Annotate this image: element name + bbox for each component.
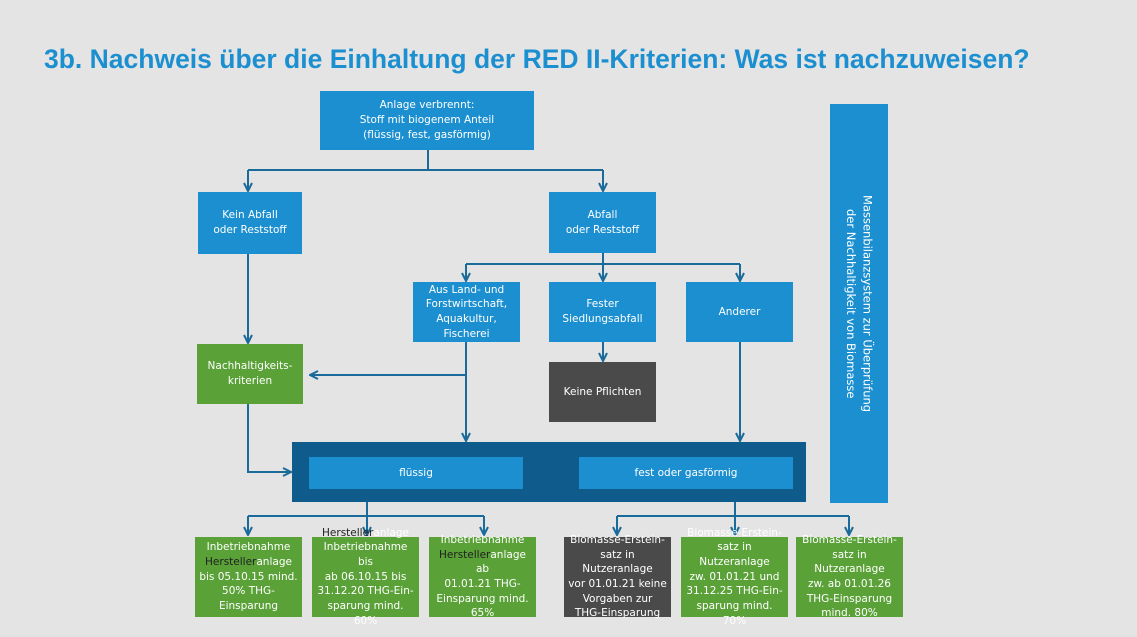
node-kein-abfall: Kein Abfall oder Reststoff	[198, 192, 302, 254]
node-nachhaltigkeitskriterien: Nachhaltigkeits- kriterien	[197, 344, 303, 404]
node-text: kriterien	[227, 375, 273, 387]
result-biomasse-ab-2026: Biomasse-Erstein- satz in Nutzeranlage z…	[796, 534, 903, 619]
node-text: zw. ab 01.01.26	[807, 578, 891, 590]
node-text: 65%	[470, 607, 495, 620]
node-text: sparung mind. 70%	[696, 600, 773, 627]
massenbilanz-sidebar: Massenbilanzsystem zur Überprüfung der N…	[830, 104, 888, 503]
node-text: Anderer	[718, 305, 761, 318]
node-text: oder Reststoff	[213, 224, 287, 236]
sidebar-text: der Nachhaltigkeit von Biomasse	[844, 208, 858, 399]
node-text: 01.01.21 THG-	[444, 578, 521, 590]
node-text: Biomasse-Erstein-	[687, 526, 782, 539]
node-text: Abfall	[587, 208, 618, 221]
node-text: Keine Pflichten	[563, 385, 642, 398]
node-text: Biomasse-Erstein-	[570, 533, 665, 546]
highlighted-word: Hersteller	[205, 555, 257, 568]
page-title: 3b. Nachweis über die Einhaltung der RED…	[44, 44, 1030, 74]
node-text: Inbetriebnahme bis	[323, 541, 408, 568]
highlighted-word: Hersteller	[439, 548, 491, 561]
result-inbetriebnahme-ab-2021: Inbetriebnahme Herstelleranlage ab 01.01…	[429, 534, 536, 619]
node-text: ab 06.10.15 bis	[324, 570, 407, 583]
node-text: Biomasse-Erstein-	[802, 533, 897, 546]
node-text: Siedlungsabfall	[562, 313, 643, 325]
node-text: THG-Einsparung	[806, 592, 893, 605]
node-text: Vorgaben zur	[582, 592, 653, 605]
node-text: bis 05.10.15 mind.	[199, 570, 298, 583]
node-text: Aquakultur,	[436, 313, 497, 325]
result-inbetriebnahme-2015-2020: Herstelleranlage Inbetriebnahme bis ab 0…	[312, 527, 419, 627]
node-text: Inbetriebnahme	[206, 541, 291, 554]
result-biomasse-vor-2021: Biomasse-Erstein- satz in Nutzeranlage v…	[564, 534, 671, 619]
node-text: Aus Land- und	[428, 283, 505, 296]
node-anlage-verbrennt: Anlage verbrennt: Stoff mit biogenem Ant…	[320, 91, 534, 150]
node-text: Fischerei	[443, 327, 490, 340]
node-text: vor 01.01.21 keine	[568, 578, 667, 590]
highlighted-word: Hersteller	[322, 526, 374, 539]
node-text: Nachhaltigkeits-	[207, 360, 293, 373]
node-text: anlage ab	[475, 548, 526, 576]
node-text: Inbetriebnahme	[440, 533, 525, 546]
node-text: Stoff mit biogenem Anteil	[359, 114, 495, 127]
node-text: 31.12.25 THG-Ein-	[686, 585, 783, 598]
result-inbetriebnahme-bis-2015: Inbetriebnahme Herstelleranlage bis 05.1…	[195, 537, 302, 617]
node-text: anlage	[256, 555, 292, 568]
node-text: satz in Nutzeranlage	[814, 548, 885, 576]
node-fluessig: flüssig	[309, 457, 523, 489]
node-text: oder Reststoff	[565, 223, 640, 236]
node-text: (flüssig, fest, gasförmig)	[363, 128, 491, 141]
node-siedlungsabfall: Fester Siedlungsabfall	[549, 282, 656, 342]
node-text: Forstwirtschaft,	[425, 298, 508, 311]
node-fest-gasfoermig: fest oder gasförmig	[579, 457, 793, 489]
node-text: Einsparung mind.	[436, 592, 529, 605]
node-anderer: Anderer	[686, 282, 793, 342]
sidebar-text: Massenbilanzsystem zur Überprüfung	[860, 194, 875, 413]
node-land-forstwirtschaft: Aus Land- und Forstwirtschaft, Aquakultu…	[413, 282, 520, 342]
node-text: satz in Nutzeranlage	[582, 548, 653, 576]
node-text: anlage	[373, 526, 409, 539]
node-text: fest oder gasförmig	[634, 466, 738, 479]
node-text: satz in Nutzeranlage	[699, 541, 770, 568]
node-text: 31.12.20 THG-Ein-	[317, 585, 414, 598]
node-text: mind. 80%	[821, 607, 878, 620]
node-text: Einsparung	[218, 600, 279, 613]
node-text: flüssig	[399, 466, 433, 479]
result-biomasse-2021-2025: Biomasse-Erstein- satz in Nutzeranlage z…	[681, 527, 788, 627]
node-text: zw. 01.01.21 und	[689, 570, 780, 583]
node-keine-pflichten: Keine Pflichten	[549, 362, 656, 422]
node-text: Kein Abfall	[222, 209, 278, 222]
node-abfall: Abfall oder Reststoff	[549, 192, 656, 253]
node-text: sparung mind. 60%	[327, 600, 404, 627]
node-text: Anlage verbrennt:	[379, 99, 475, 112]
node-text: Fester	[586, 298, 619, 311]
node-text: 50% THG-	[222, 585, 275, 598]
node-text: THG-Einsparung	[574, 607, 661, 620]
